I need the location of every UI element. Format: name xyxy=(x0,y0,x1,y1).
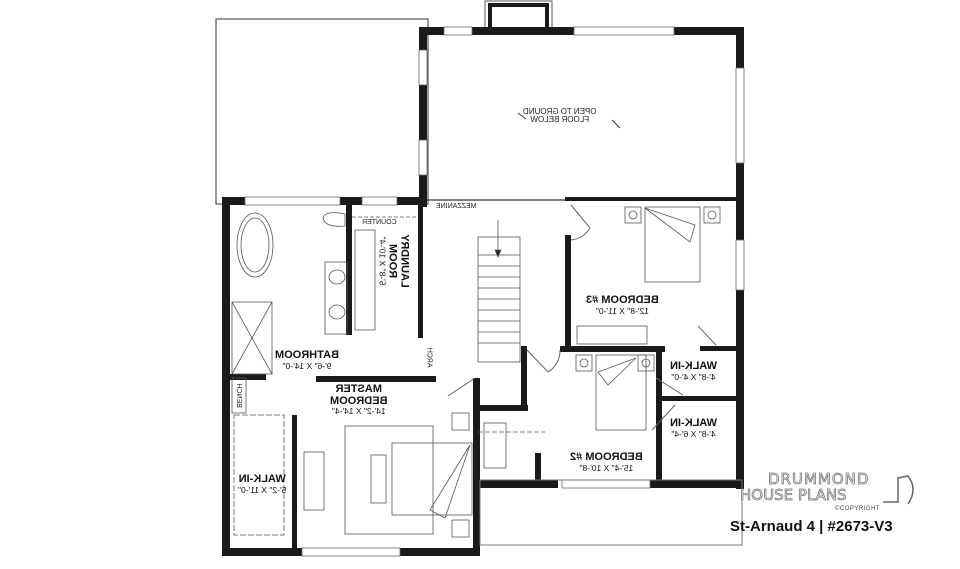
windows xyxy=(244,26,745,557)
open-below-arrow-left xyxy=(517,112,527,120)
counter-label: COUNTER xyxy=(362,219,397,226)
mezzanine-label: MEZZANINE xyxy=(436,203,477,210)
room-dim: 9'-6" X 14'-0" xyxy=(282,360,332,371)
bedroom3-furniture xyxy=(576,206,721,345)
room-master-bedroom: MASTER BEDROOM 14'-2" X 14'-4" xyxy=(330,383,387,417)
room-bedroom3: BEDROOM #3 12'-8" X 11'-0" xyxy=(586,294,659,316)
roof-outline xyxy=(215,18,429,205)
open-below-line2: FLOOR BELOW xyxy=(530,115,590,125)
room-dim: 15'-4" X 10'-8" xyxy=(579,462,634,473)
room-bathroom: BATHROOM 9'-6" X 14'-0" xyxy=(275,349,339,371)
room-dim: 5'-8" X 10'-4" xyxy=(377,236,388,286)
room-dim: 14'-2" X 14'-4" xyxy=(331,406,386,417)
room-name: BEDROOM #3 xyxy=(586,294,659,306)
room-dim: 5'-2" X 11'-0" xyxy=(238,484,287,495)
bathroom-fixtures xyxy=(231,212,418,375)
brand-copyright: ©COPYRIGHT xyxy=(835,506,881,512)
bedroom2-furniture xyxy=(478,354,655,469)
open-below-label: OPEN TO GROUND FLOOR BELOW xyxy=(523,107,597,125)
room-walkin-2: WALK-IN 4'-8" X 6'-4" xyxy=(670,417,718,439)
master-furniture xyxy=(231,377,473,538)
bench-label: BENCH xyxy=(234,383,242,408)
brand-mark-icon xyxy=(883,475,914,505)
room-name: BEDROOM #2 xyxy=(570,451,643,463)
doors xyxy=(447,204,717,431)
brand-logo: DRUMMOND HOUSE PLANS ©COPYRIGHT xyxy=(740,470,940,540)
plan-title: St-Arnaud 4 | #2673-V3 xyxy=(730,518,893,535)
room-name: MASTER xyxy=(335,383,382,395)
room-name: WALK-IN xyxy=(238,473,286,485)
room-dim: 4'-8" X 4'-0" xyxy=(671,371,716,382)
room-dim: 4'-8" X 6'-4" xyxy=(671,428,716,439)
room-laundry: LAUNDRY ROOM 5'-8" X 10'-4" xyxy=(377,234,411,288)
room-bedroom2: BEDROOM #2 15'-4" X 10'-8" xyxy=(570,451,643,473)
room-name: WALK-IN xyxy=(670,417,718,429)
room-name: WALK-IN xyxy=(670,360,718,372)
room-name: LAUNDRY xyxy=(398,234,411,288)
room-name: BATHROOM xyxy=(275,349,339,361)
stair xyxy=(477,220,521,363)
brand-line1: DRUMMOND xyxy=(768,470,870,489)
room-walkin-1: WALK-IN 4'-8" X 4'-0" xyxy=(670,360,718,382)
brand-line2: HOUSE PLANS xyxy=(740,486,847,505)
room-dim: 12'-8" X 11'-0" xyxy=(595,305,649,316)
open-below-arrow-right xyxy=(611,119,621,129)
room-name: ROOM xyxy=(387,243,400,279)
walls xyxy=(222,27,744,556)
balcony-outline xyxy=(479,479,743,546)
room-walkin-master: WALK-IN 5'-2" X 11'-0" xyxy=(238,473,287,495)
arch-label: ARCH xyxy=(425,347,433,368)
